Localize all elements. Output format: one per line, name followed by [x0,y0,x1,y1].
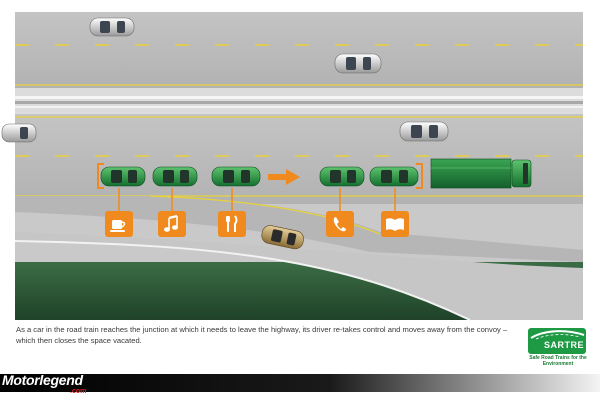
motorlegend-logo: Motorlegend [2,372,83,388]
truck-cab [511,159,532,188]
caption: As a car in the road train reaches the j… [16,325,508,345]
departing-car [261,225,304,250]
music-icon [158,211,186,237]
traffic-car [89,17,135,37]
median-rail-top [15,96,583,99]
truck-trailer [430,158,512,189]
convoy-bracket-left [97,163,104,189]
convoy-car [319,166,365,187]
book-icon [381,211,409,237]
sartre-tagline: Safe Road Trains for the Environment [529,355,587,367]
convoy-car [369,166,419,187]
convoy-car [152,166,198,187]
exit-road [15,232,583,320]
median-rail-low [15,106,583,108]
sartre-badge: SARTRE [528,328,586,354]
traffic-car [1,123,37,143]
exit-road-edge [14,240,471,321]
sartre-name: SARTRE [544,340,585,350]
ramp-gore-marking [149,195,381,235]
footer-bar [0,374,600,392]
convoy-car [100,166,146,187]
convoy-bracket-right [416,163,423,189]
convoy-car [211,166,261,187]
road-swoosh-icon [530,330,585,340]
off-ramp [15,196,583,262]
coffee-icon [105,211,133,237]
convoy-arrow [268,169,300,185]
lead-truck [430,158,532,189]
cutlery-icon [218,211,246,237]
traffic-car [334,53,382,74]
median-rail-mid [15,101,583,104]
icon-connectors [118,188,396,211]
traffic-car [399,121,449,142]
sartre-logo: SARTRE Safe Road Trains for the Environm… [528,328,588,372]
phone-icon [326,211,354,237]
motorlegend-domain: .com [70,388,87,395]
